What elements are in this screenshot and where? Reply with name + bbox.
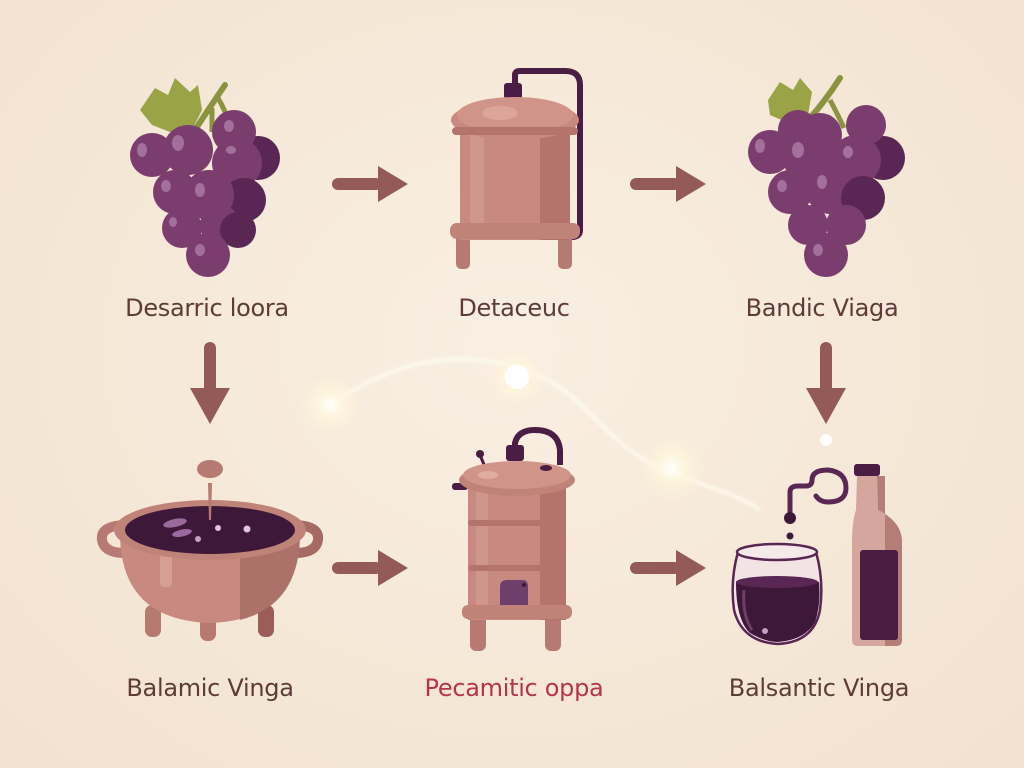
arrow-down-icon [190,342,230,424]
node-label-tank-1: Detaceuc [458,294,570,322]
node-label-cauldron: Balamic Vinga [126,674,294,702]
fermentation-tank-icon [450,68,583,269]
arrow-right-icon [332,166,408,202]
aging-barrel-tank-icon [452,426,575,651]
aging-tank-node [440,425,590,655]
cauldron-node [90,455,330,645]
grape-cluster-icon [130,78,280,277]
arrow-right-icon [630,166,706,202]
node-label-aging-tank: Pecamitic oppa [424,674,604,702]
grape-cluster-node-1 [120,70,300,280]
grape-cluster-node-2 [738,70,918,280]
cauldron-icon [96,460,324,641]
glass-and-bottle-node [720,430,920,655]
wine-glass-and-bottle-icon [731,464,902,646]
grape-cluster-icon [748,75,905,277]
arrow-right-icon [630,550,706,586]
node-label-grapes-1: Desarric loora [125,294,289,322]
node-label-bottle-glass: Balsantic Vinga [728,674,910,702]
arrow-right-icon [332,550,408,586]
arrow-down-icon [806,342,846,424]
node-label-grapes-2: Bandic Viaga [745,294,899,322]
fermentation-tank-node [440,65,600,275]
